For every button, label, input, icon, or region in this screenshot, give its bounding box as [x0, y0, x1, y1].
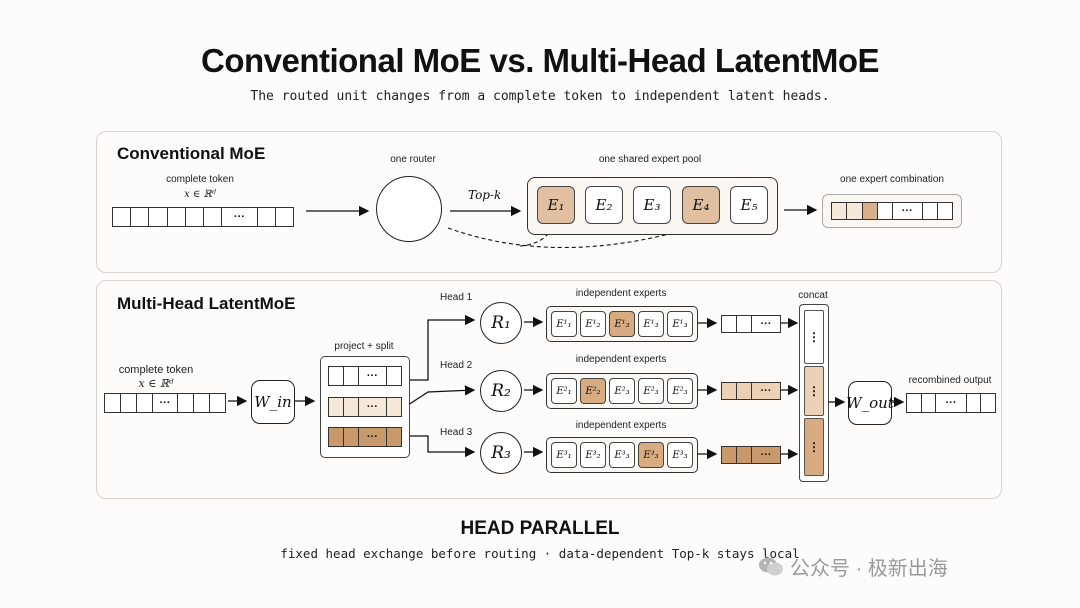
conv-token-vector: ···: [112, 207, 294, 227]
h1-expert-5: E¹₃: [667, 311, 693, 337]
latent-token-vector: ···: [104, 393, 226, 413]
h3-expert-3: E³₃: [609, 442, 635, 468]
h2-expert-5: E²₃: [667, 378, 693, 404]
combination-vector: ···: [831, 202, 953, 220]
arrow-split-head3: [408, 435, 476, 458]
expert-e3: E₃: [633, 186, 671, 224]
w-out-box: W_out: [846, 381, 894, 425]
latent-title: Multi-Head LatentMoE: [117, 294, 296, 313]
combination-dots: ···: [893, 203, 923, 219]
router-r3: R₃: [480, 432, 522, 474]
watermark-text: 公众号 · 极新出海: [790, 558, 948, 580]
topk-label: Top-k: [468, 188, 502, 202]
h2-expert-1: E²₁: [551, 378, 577, 404]
split-head-3: ···: [328, 427, 402, 447]
footer-subtitle: fixed head exchange before routing · dat…: [280, 546, 800, 561]
concat-seg-2: ⋮: [804, 366, 824, 416]
split-head-2: ···: [328, 397, 402, 417]
one-router: [376, 176, 442, 242]
h1-expert-1: E¹₁: [551, 311, 577, 337]
h3-expert-2: E³₂: [580, 442, 606, 468]
watermark: 公众号 · 极新出海: [758, 552, 948, 581]
page-subtitle: The routed unit changes from a complete …: [250, 89, 830, 104]
arrow-split-head1: [408, 314, 476, 381]
expert-e1: E₁: [537, 186, 575, 224]
expert-e2: E₂: [585, 186, 623, 224]
expert-e4: E₄: [682, 186, 720, 224]
dashed-route-curve: [447, 224, 700, 249]
h3-expert-5: E³₃: [667, 442, 693, 468]
head-3-label: Head 3: [440, 427, 473, 438]
combination-label: one expert combination: [840, 174, 944, 185]
h1-expert-4: E¹₃: [638, 311, 664, 337]
wechat-icon: [759, 557, 783, 575]
conv-token-label: complete token: [166, 174, 234, 185]
router-r1: R₁: [480, 302, 522, 344]
split-head-1: ···: [328, 366, 402, 386]
head-2-experts-label: independent experts: [575, 354, 667, 365]
head-1-experts-label: independent experts: [575, 288, 667, 299]
recombined-label: recombined output: [908, 375, 992, 386]
h1-expert-3-selected: E¹₃: [609, 311, 635, 337]
recombined-vector: ···: [906, 393, 996, 413]
h3-expert-1: E³₁: [551, 442, 577, 468]
project-split-label: project + split: [334, 341, 394, 352]
latent-token-label: complete token: [118, 364, 194, 376]
h3-expert-4-selected: E³₃: [638, 442, 664, 468]
h2-expert-2-selected: E²₂: [580, 378, 606, 404]
page-title: Conventional MoE vs. Multi-Head LatentMo…: [200, 42, 880, 79]
arrow-split-head2: [407, 385, 476, 406]
head-3-output: ···: [721, 446, 781, 464]
conventional-title: Conventional MoE: [117, 144, 266, 163]
router-r2: R₂: [480, 370, 522, 412]
concat-label: concat: [798, 290, 828, 301]
w-in-box: W_in: [251, 380, 295, 424]
head-2-label: Head 2: [440, 360, 473, 371]
latent-token-math: x ∈ ℝᵈ: [138, 377, 174, 390]
footer-title: HEAD PARALLEL: [460, 518, 620, 539]
conv-token-math: x ∈ ℝᵈ: [184, 189, 216, 200]
concat-seg-3: ⋮: [804, 418, 824, 476]
concat-seg-1: ⋮: [804, 310, 824, 364]
h1-expert-2: E¹₂: [580, 311, 606, 337]
h2-expert-3: E²₃: [609, 378, 635, 404]
head-3-experts-label: independent experts: [575, 420, 667, 431]
head-2-output: ···: [721, 382, 781, 400]
h2-expert-4: E²₃: [638, 378, 664, 404]
pool-label: one shared expert pool: [598, 154, 702, 165]
head-1-label: Head 1: [440, 292, 473, 303]
router-label: one router: [390, 154, 436, 165]
token-dots: ···: [222, 208, 258, 226]
expert-e5: E₅: [730, 186, 768, 224]
latent-token-dots: ···: [153, 394, 178, 412]
head-1-output: ···: [721, 315, 781, 333]
